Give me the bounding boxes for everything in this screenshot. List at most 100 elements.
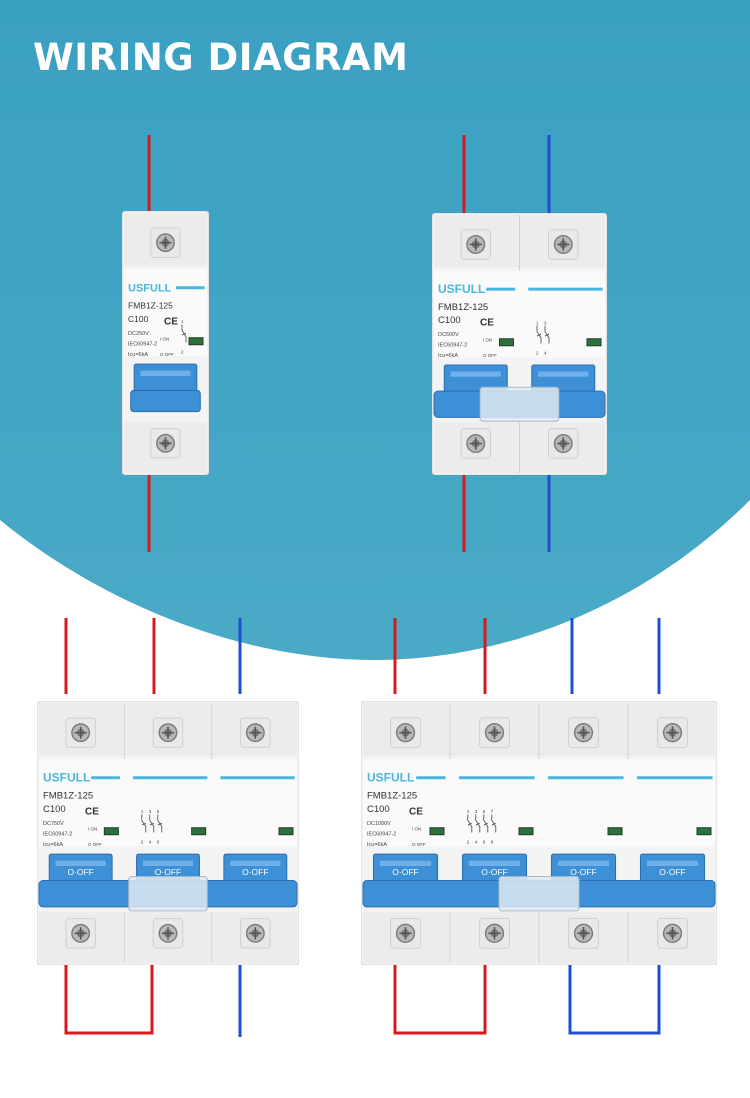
handle-off-label: O·OFF xyxy=(155,867,181,877)
label-strip xyxy=(528,287,603,291)
model-number: FMB1Z-125 xyxy=(438,302,488,313)
label-face xyxy=(434,270,605,358)
label-strip xyxy=(133,776,208,780)
terminal-number: 4 xyxy=(544,350,547,355)
top-terminal-screw xyxy=(390,717,421,749)
current-rating: C100 xyxy=(128,314,149,324)
bottom-terminal-screw xyxy=(460,428,491,459)
on-label: I ON xyxy=(88,826,97,831)
brand-logo: USFULL xyxy=(438,282,485,296)
status-indicator xyxy=(696,827,712,836)
top-terminal-screw xyxy=(65,717,96,748)
model-number: FMB1Z-125 xyxy=(128,301,173,311)
symbol-pole xyxy=(149,814,155,833)
brand-logo: USFULL xyxy=(43,771,90,785)
symbol-pole xyxy=(483,814,489,833)
status-indicator xyxy=(518,827,534,836)
terminal-number: 7 xyxy=(491,809,494,814)
status-indicator xyxy=(103,827,119,836)
on-label: I ON xyxy=(160,336,169,341)
terminal-number: 3 xyxy=(149,809,152,814)
label-strip xyxy=(416,776,446,780)
bottom-terminal-screw xyxy=(657,917,688,949)
circuit-symbol-icon xyxy=(536,325,550,344)
off-label: O OFF xyxy=(88,842,102,847)
terminal-number: 6 xyxy=(483,840,486,845)
terminal-number: 5 xyxy=(483,809,486,814)
wire-3p-out-loop xyxy=(64,963,154,1035)
circuit-symbol-icon xyxy=(467,814,497,833)
label-strip xyxy=(547,776,624,780)
terminal-number: 3 xyxy=(544,320,547,325)
voltage-rating: DC1000V xyxy=(367,821,391,827)
voltage-rating: DC250V xyxy=(128,331,149,337)
terminal-number: 2 xyxy=(181,350,184,355)
status-indicator xyxy=(278,827,294,836)
brand-logo: USFULL xyxy=(128,283,172,295)
model-number: FMB1Z-125 xyxy=(367,791,417,802)
status-indicator xyxy=(429,827,445,836)
terminal-number: 1 xyxy=(467,809,470,814)
symbol-pole xyxy=(181,324,187,343)
bottom-terminal-screw xyxy=(479,917,510,949)
voltage-rating: DC750V xyxy=(43,821,64,827)
label-strip xyxy=(486,287,516,291)
breaking-capacity: Icu=6kA xyxy=(367,842,387,848)
circuit-symbol-icon xyxy=(141,814,163,833)
terminal-number: 1 xyxy=(181,319,184,324)
status-indicator xyxy=(191,827,207,836)
off-label: O OFF xyxy=(412,842,426,847)
current-rating: C100 xyxy=(367,804,390,815)
handle-off-label: O·OFF xyxy=(392,867,418,877)
brand-logo: USFULL xyxy=(367,771,414,785)
terminal-number: 2 xyxy=(536,350,539,355)
bottom-terminal-screw xyxy=(548,428,579,459)
handle-off-label: O·OFF xyxy=(570,867,596,877)
handle-base xyxy=(130,390,201,413)
current-rating: C100 xyxy=(438,315,461,326)
label-face xyxy=(39,759,297,847)
ce-mark-icon: CE xyxy=(409,807,423,818)
bottom-terminal-screw xyxy=(240,918,271,949)
breaker-3p: USFULLFMB1Z-125C100DC750VIEC60947-2Icu=6… xyxy=(37,701,299,965)
status-indicator xyxy=(586,338,602,347)
terminal-number: 2 xyxy=(467,840,470,845)
symbol-pole xyxy=(544,325,550,344)
on-label: I ON xyxy=(412,826,421,831)
tie-bar-clip xyxy=(128,876,208,912)
terminal-number: 5 xyxy=(157,809,160,814)
label-strip xyxy=(175,286,205,290)
handle-highlight xyxy=(538,371,589,377)
ce-mark-icon: CE xyxy=(164,317,178,328)
handle-highlight xyxy=(379,860,432,866)
symbol-pole xyxy=(536,325,542,344)
page-title: WIRING DIAGRAM xyxy=(33,36,409,79)
symbol-pole xyxy=(467,814,473,833)
terminal-number: 6 xyxy=(157,840,160,845)
standard: IEC60947-2 xyxy=(43,832,72,838)
bottom-terminal-screw xyxy=(152,918,184,949)
off-label: O OFF xyxy=(483,353,497,358)
handle-highlight xyxy=(142,860,194,866)
breaking-capacity: Icu=6kA xyxy=(438,353,458,359)
symbol-pole xyxy=(475,814,481,833)
terminal-number: 4 xyxy=(475,840,478,845)
top-terminal-screw xyxy=(548,229,579,260)
top-terminal-screw xyxy=(479,717,510,749)
standard: IEC60947-2 xyxy=(128,342,157,348)
top-terminal-screw xyxy=(150,227,181,258)
wire-4p-out-loop-live xyxy=(393,963,487,1035)
tie-bar-clip xyxy=(498,876,580,912)
breaking-capacity: Icu=6kA xyxy=(43,842,63,848)
label-face xyxy=(363,759,715,847)
status-indicator xyxy=(499,338,514,347)
handle-highlight xyxy=(646,860,699,866)
breaker-2p: USFULLFMB1Z-125C100DC500VIEC60947-2Icu=6… xyxy=(432,213,607,475)
symbol-pole xyxy=(491,814,497,833)
bottom-terminal-screw xyxy=(568,917,599,949)
bottom-terminal-screw xyxy=(65,918,96,949)
handle-highlight xyxy=(230,860,281,866)
standard: IEC60947-2 xyxy=(367,832,396,838)
